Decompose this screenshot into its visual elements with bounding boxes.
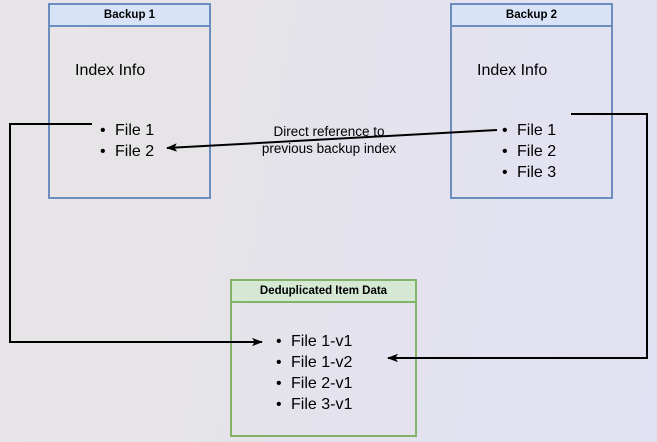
list-item: File 1 bbox=[500, 120, 556, 141]
backup-2-index-info-label: Index Info bbox=[477, 62, 548, 79]
list-item: File 3-v1 bbox=[274, 394, 352, 415]
node-backup-1[interactable]: Backup 1 Index Info File 1 File 2 bbox=[48, 3, 211, 199]
list-item: File 3 bbox=[500, 162, 556, 183]
direct-reference-label: Direct reference to previous backup inde… bbox=[261, 124, 397, 156]
list-item: File 2 bbox=[500, 141, 556, 162]
node-backup-2[interactable]: Backup 2 Index Info File 1 File 2 File 3 bbox=[450, 3, 613, 199]
node-dedup-header: Deduplicated Item Data bbox=[232, 281, 415, 303]
node-backup-1-header: Backup 1 bbox=[50, 5, 209, 27]
list-item: File 2 bbox=[98, 141, 154, 162]
list-item: File 1 bbox=[98, 120, 154, 141]
dedup-file-list: File 1-v1 File 1-v2 File 2-v1 File 3-v1 bbox=[274, 331, 352, 415]
list-item: File 1-v1 bbox=[274, 331, 352, 352]
node-backup-1-body: Index Info File 1 File 2 bbox=[50, 27, 209, 197]
node-deduplicated-item-data[interactable]: Deduplicated Item Data File 1-v1 File 1-… bbox=[230, 279, 417, 437]
backup-1-file-list: File 1 File 2 bbox=[98, 120, 154, 162]
backup-2-file-list: File 1 File 2 File 3 bbox=[500, 120, 556, 183]
node-backup-2-body: Index Info File 1 File 2 File 3 bbox=[452, 27, 611, 197]
list-item: File 2-v1 bbox=[274, 373, 352, 394]
node-dedup-body: File 1-v1 File 1-v2 File 2-v1 File 3-v1 bbox=[232, 303, 415, 435]
list-item: File 1-v2 bbox=[274, 352, 352, 373]
backup-1-index-info-label: Index Info bbox=[75, 62, 146, 79]
node-backup-2-header: Backup 2 bbox=[452, 5, 611, 27]
